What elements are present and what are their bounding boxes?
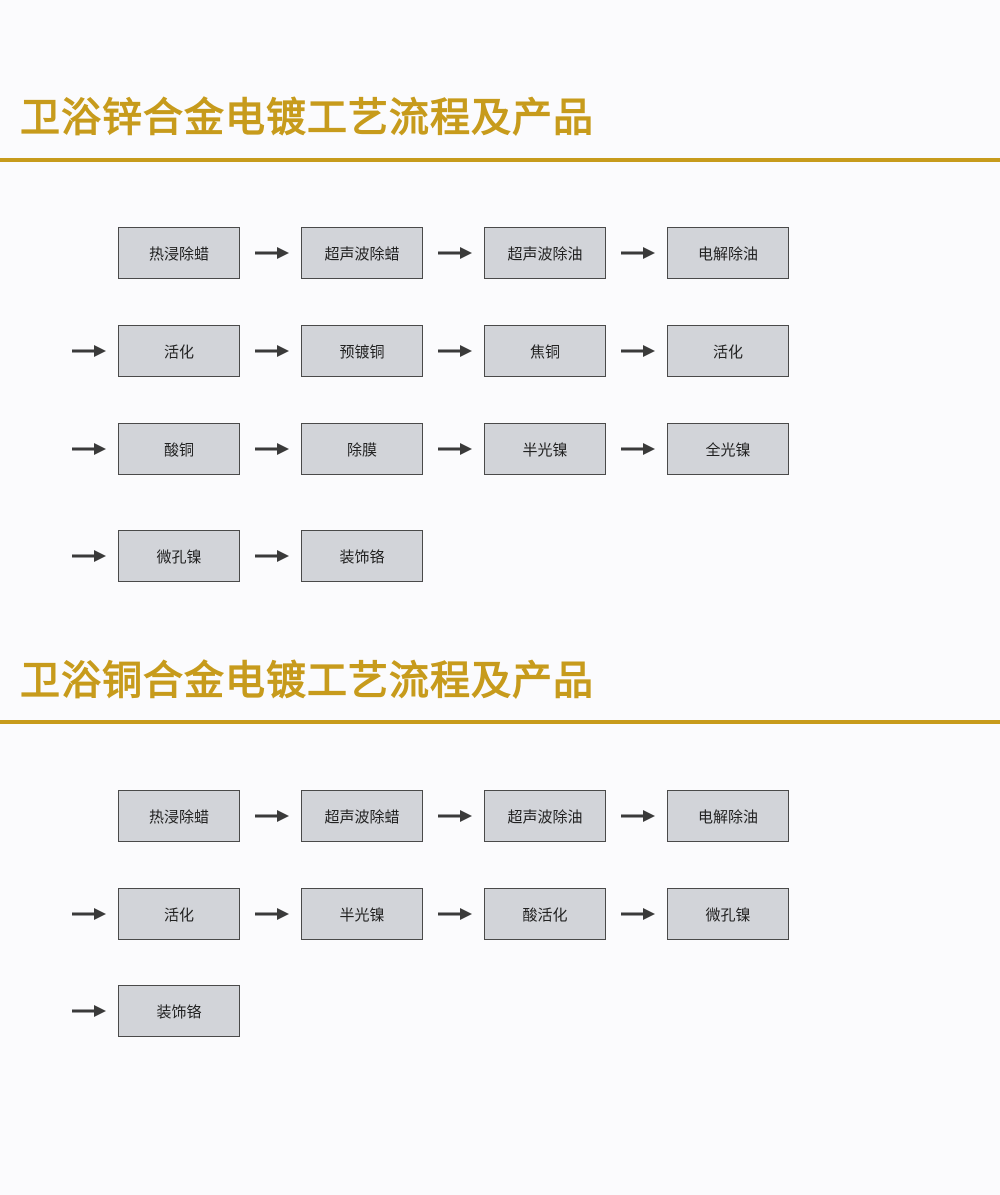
process-step-box: 超声波除油 <box>484 227 606 279</box>
process-step-box: 微孔镍 <box>118 530 240 582</box>
flow-arrow-icon <box>255 443 289 455</box>
flow-arrow-icon <box>438 810 472 822</box>
flow-arrow-icon <box>255 345 289 357</box>
section-title: 卫浴锌合金电镀工艺流程及产品 <box>20 94 594 141</box>
process-step-box: 全光镍 <box>667 423 789 475</box>
flow-arrow-icon <box>255 810 289 822</box>
process-step-box: 预镀铜 <box>301 325 423 377</box>
flow-arrow-icon <box>621 810 655 822</box>
flow-arrow-icon <box>621 443 655 455</box>
title-rule <box>0 158 1000 162</box>
process-step-box: 超声波除蜡 <box>301 227 423 279</box>
process-step-box: 酸活化 <box>484 888 606 940</box>
process-step-box: 活化 <box>667 325 789 377</box>
process-step-box: 电解除油 <box>667 227 789 279</box>
flow-arrow-icon <box>255 908 289 920</box>
flow-arrow-icon <box>72 345 106 357</box>
process-step-box: 活化 <box>118 325 240 377</box>
process-step-box: 酸铜 <box>118 423 240 475</box>
process-step-box: 装饰铬 <box>301 530 423 582</box>
process-step-box: 半光镍 <box>484 423 606 475</box>
flow-arrow-icon <box>72 908 106 920</box>
flow-arrow-icon <box>621 247 655 259</box>
flow-arrow-icon <box>438 345 472 357</box>
title-rule <box>0 720 1000 724</box>
process-step-box: 活化 <box>118 888 240 940</box>
flow-arrow-icon <box>255 247 289 259</box>
process-step-box: 热浸除蜡 <box>118 227 240 279</box>
process-step-box: 电解除油 <box>667 790 789 842</box>
process-step-box: 除膜 <box>301 423 423 475</box>
flow-arrow-icon <box>438 443 472 455</box>
flow-arrow-icon <box>438 908 472 920</box>
process-step-box: 超声波除蜡 <box>301 790 423 842</box>
process-step-box: 微孔镍 <box>667 888 789 940</box>
process-step-box: 热浸除蜡 <box>118 790 240 842</box>
process-step-box: 装饰铬 <box>118 985 240 1037</box>
flow-arrow-icon <box>72 550 106 562</box>
flow-arrow-icon <box>72 443 106 455</box>
flow-arrow-icon <box>621 345 655 357</box>
flow-arrow-icon <box>621 908 655 920</box>
flow-arrow-icon <box>255 550 289 562</box>
process-step-box: 焦铜 <box>484 325 606 377</box>
flow-arrow-icon <box>438 247 472 259</box>
section-title: 卫浴铜合金电镀工艺流程及产品 <box>20 657 594 704</box>
flow-arrow-icon <box>72 1005 106 1017</box>
process-step-box: 超声波除油 <box>484 790 606 842</box>
process-step-box: 半光镍 <box>301 888 423 940</box>
